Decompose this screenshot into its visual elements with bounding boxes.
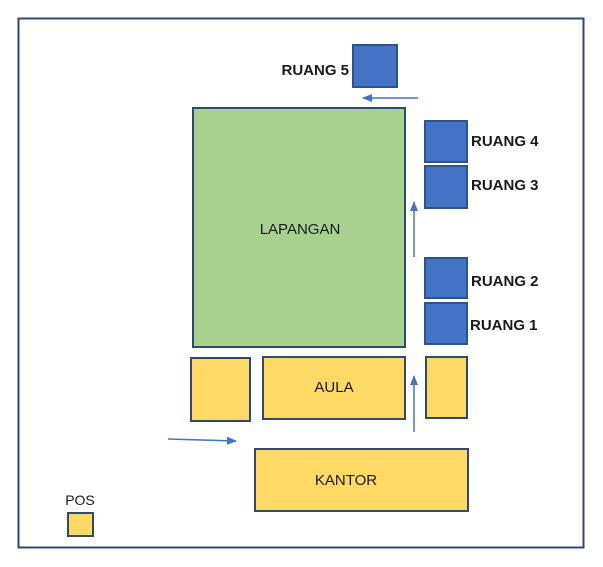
lapangan-field <box>192 107 406 348</box>
ruang-2-label: RUANG 2 <box>471 273 539 290</box>
ruang-3-room <box>424 165 468 209</box>
building-right <box>425 356 468 419</box>
site-boundary <box>17 17 585 549</box>
ruang-4-label: RUANG 4 <box>471 133 539 150</box>
pos-building <box>67 512 94 537</box>
aula-building <box>262 356 406 420</box>
ruang-5-label: RUANG 5 <box>281 62 349 79</box>
pos-label: POS <box>65 492 95 508</box>
ruang-3-label: RUANG 3 <box>471 177 539 194</box>
kantor-label: KANTOR <box>315 472 377 489</box>
aula-label: AULA <box>314 379 353 396</box>
building-left <box>190 357 251 422</box>
ruang-1-label: RUANG 1 <box>470 317 538 334</box>
ruang-5-room <box>352 44 398 88</box>
entry-arrow <box>167 436 237 445</box>
ruang-4-room <box>424 120 468 163</box>
ruang-1-room <box>424 302 468 345</box>
ruang-2-room <box>424 257 468 299</box>
lapangan-label: LAPANGAN <box>260 221 341 238</box>
kantor-building <box>254 448 469 512</box>
